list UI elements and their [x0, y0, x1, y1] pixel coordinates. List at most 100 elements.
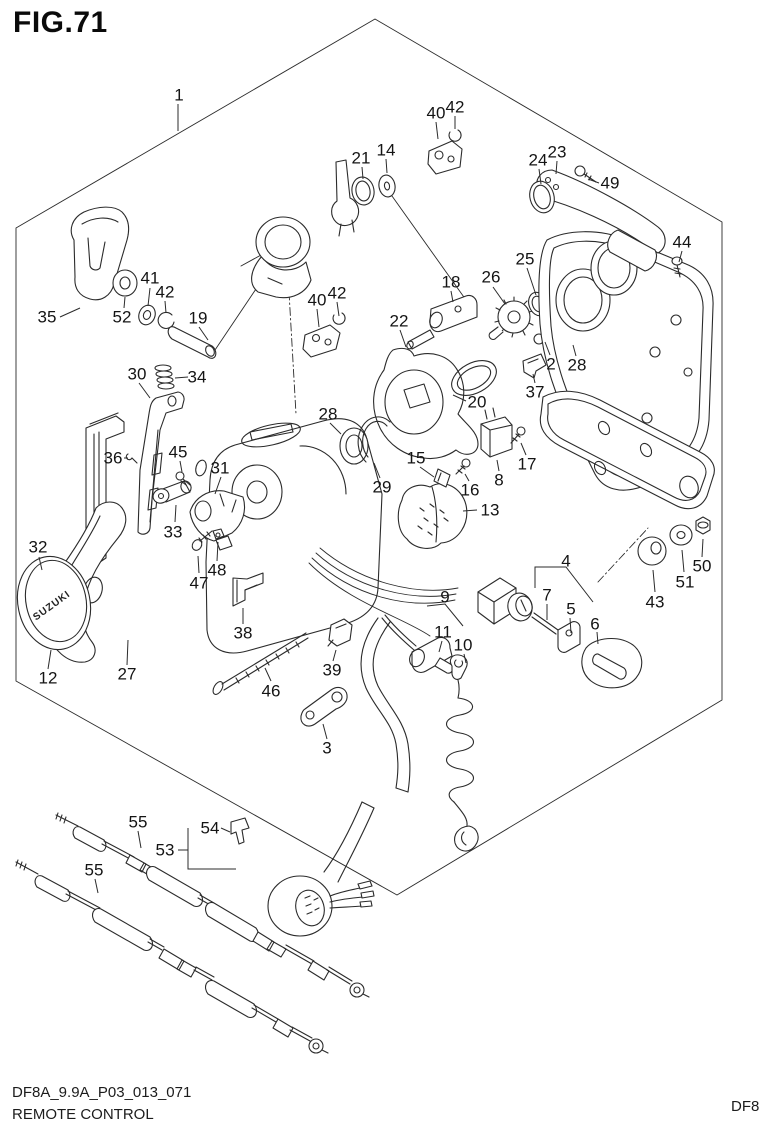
- callout-leader-28-28: [572, 344, 577, 357]
- callout-leader-21-20: [361, 166, 364, 180]
- part-number-50-53: 50: [693, 557, 712, 576]
- part-number-14-13: 14: [377, 141, 396, 160]
- callout-leader-55-58: [137, 830, 142, 849]
- callout-leader-14-13: [385, 158, 388, 174]
- callout-leader-54-57: [220, 827, 231, 833]
- wiring-harness: [308, 547, 459, 637]
- part-number-43-46: 43: [646, 593, 665, 612]
- part-number-1-0: 1: [174, 86, 183, 105]
- part-number-33-33: 33: [164, 523, 183, 542]
- part-number-12-11: 12: [39, 669, 58, 688]
- part-ring-24: [529, 180, 555, 214]
- callout-leader-11-10: [438, 640, 443, 653]
- part-number-54-57: 54: [201, 819, 220, 838]
- callout-leader-55-59: [94, 878, 99, 894]
- part-clamp-3: [300, 686, 348, 727]
- part-cring-29: [357, 416, 391, 463]
- part-number-40-41: 40: [427, 104, 446, 123]
- callout-leader-44-47: [678, 250, 683, 263]
- part-number-8-7: 8: [494, 471, 503, 490]
- part-snap-ring-42: [157, 311, 175, 330]
- part-fuse-clip-54: [230, 817, 250, 845]
- part-number-6-5: 6: [590, 615, 599, 634]
- callout-leader-20-19: [452, 394, 467, 402]
- callout-leader-26-25: [492, 286, 506, 305]
- part-number-7-6: 7: [542, 586, 551, 605]
- callout-leader-43-46: [652, 569, 656, 593]
- part-shift-lever: [331, 159, 360, 237]
- part-screw-44: [671, 256, 683, 278]
- callout-leader-25-24: [526, 267, 537, 296]
- part-number-55-58: 55: [129, 813, 148, 832]
- callout-leader-18-17: [450, 290, 454, 303]
- part-number-49-52: 49: [601, 174, 620, 193]
- part-number-39-39: 39: [323, 661, 342, 680]
- part-main-cable: [323, 617, 411, 883]
- part-connector-53: [267, 875, 375, 937]
- part-ignition-switch: [477, 577, 533, 625]
- part-number-26-25: 26: [482, 268, 501, 287]
- part-number-13-12: 13: [481, 501, 500, 520]
- part-number-36-36: 36: [104, 449, 123, 468]
- part-key-5: [531, 612, 581, 653]
- callout-leader-10-9: [463, 653, 467, 664]
- part-number-10-9: 10: [454, 636, 473, 655]
- part-number-55-59: 55: [85, 861, 104, 880]
- callout-leader-51-54: [681, 549, 685, 573]
- callout-leader-37-37: [532, 373, 536, 384]
- part-washer-41: [138, 304, 156, 326]
- part-cap-badge: SUZUKI: [16, 555, 92, 651]
- callout-layer: 1234567891011121314151617181920212223242…: [29, 86, 712, 894]
- part-number-21-20: 21: [352, 149, 371, 168]
- callout-leader-15-14: [419, 466, 435, 478]
- part-number-28-28: 28: [568, 356, 587, 375]
- part-number-27-26: 27: [118, 665, 137, 684]
- callout-leader-53-56: [178, 828, 236, 870]
- part-nut-50: [695, 516, 711, 535]
- part-number-42-44: 42: [328, 284, 347, 303]
- part-gasket-20: [451, 360, 497, 396]
- callout-leader-19-18: [198, 326, 209, 341]
- callout-leader-34-34: [174, 376, 189, 379]
- part-number-9-8: 9: [440, 588, 449, 607]
- part-lanyard-clip-10: [449, 654, 468, 680]
- part-screw-47: [191, 530, 213, 551]
- part-number-41-42: 41: [141, 269, 160, 288]
- callout-leader-6-5: [596, 631, 599, 645]
- callout-leader-33-33: [174, 504, 177, 523]
- part-number-5-4: 5: [566, 600, 575, 619]
- callout-leader-2-1: [544, 341, 551, 356]
- part-number-4-3: 4: [561, 552, 570, 571]
- part-number-38-38: 38: [234, 624, 253, 643]
- part-number-53-56: 53: [156, 841, 175, 860]
- part-number-48-51: 48: [208, 561, 227, 580]
- part-number-52-55: 52: [113, 308, 132, 327]
- callout-leader-49-52: [587, 178, 600, 184]
- part-number-51-54: 51: [676, 573, 695, 592]
- part-shaft-18: [406, 294, 478, 350]
- part-number-46-49: 46: [262, 682, 281, 701]
- callout-leader-42-43: [164, 300, 167, 314]
- part-screw-46: [212, 632, 309, 695]
- part-grommet-43: [637, 536, 667, 566]
- callout-leader-28-27: [329, 422, 342, 435]
- part-bracket-37: [522, 353, 547, 379]
- callout-leader-12-11: [47, 649, 52, 670]
- part-number-45-48: 45: [169, 443, 188, 462]
- part-screw-17: [510, 426, 526, 444]
- part-washer-52: [112, 269, 138, 297]
- part-link-33: [152, 480, 192, 504]
- callout-leader-3-2: [322, 723, 328, 740]
- callout-leader-41-42: [147, 287, 151, 307]
- callout-leader-45-48: [179, 460, 183, 473]
- part-cap-6: [581, 638, 643, 689]
- part-number-44-47: 44: [673, 233, 692, 252]
- part-number-34-34: 34: [188, 368, 207, 387]
- part-cable-55-upper: [55, 812, 370, 998]
- callout-leader-50-53: [701, 538, 704, 558]
- callout-leader-9-8: [426, 603, 464, 627]
- part-number-24-23: 24: [529, 151, 548, 170]
- part-cam-bracket: [251, 216, 312, 299]
- part-washer-14: [378, 174, 396, 198]
